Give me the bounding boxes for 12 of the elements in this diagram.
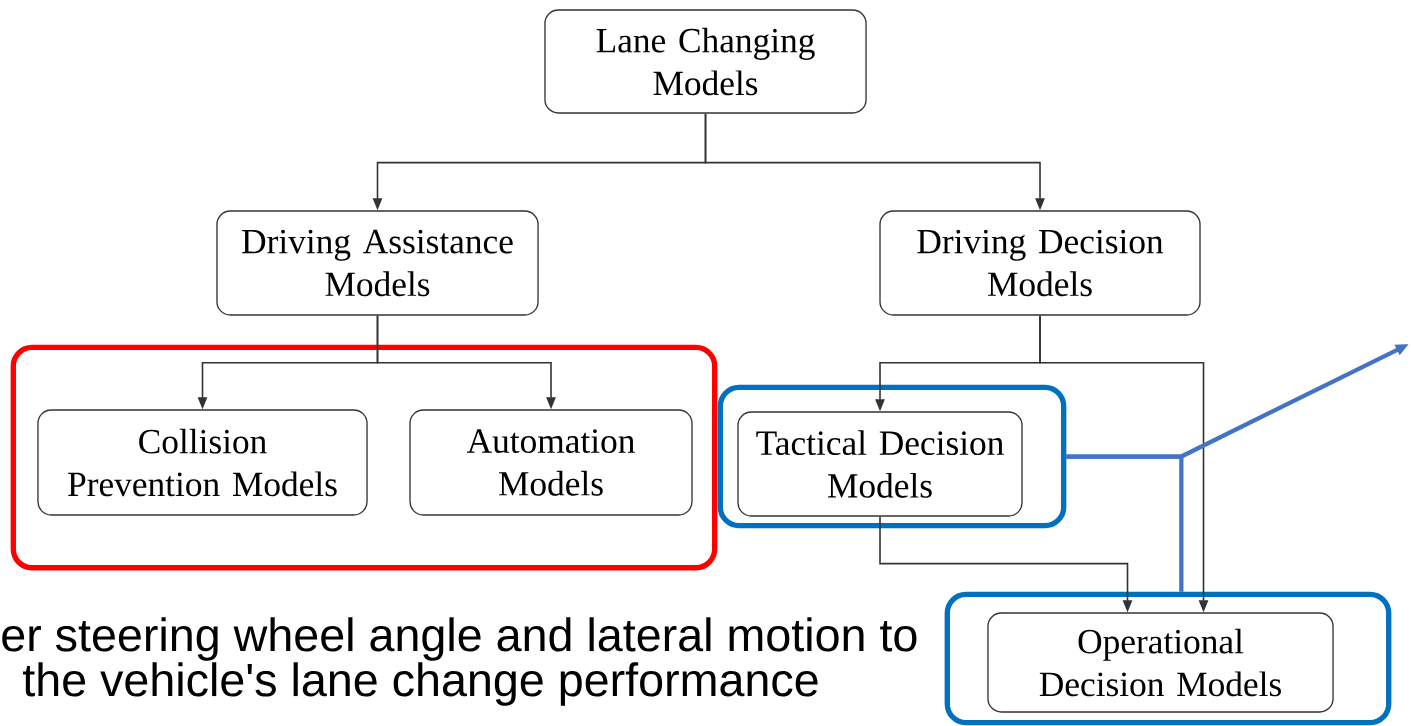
note-text: the vehicle's lane change performance (23, 662, 818, 706)
highlight-frame (717, 384, 1067, 529)
model-box: Collision Prevention Models (37, 409, 368, 516)
model-box: Operational Decision Models (987, 612, 1334, 713)
model-box: Automation Models (409, 409, 693, 516)
highlight-frame (944, 591, 1392, 726)
model-box: Lane Changing Models (544, 9, 867, 114)
model-box: Tactical Decision Models (737, 411, 1023, 517)
model-box: Driving Decision Models (879, 210, 1201, 316)
highlight-frame (10, 344, 718, 571)
model-box: Driving Assistance Models (216, 210, 539, 316)
note-text: er steering wheel angle and lateral motion to (2, 617, 917, 661)
